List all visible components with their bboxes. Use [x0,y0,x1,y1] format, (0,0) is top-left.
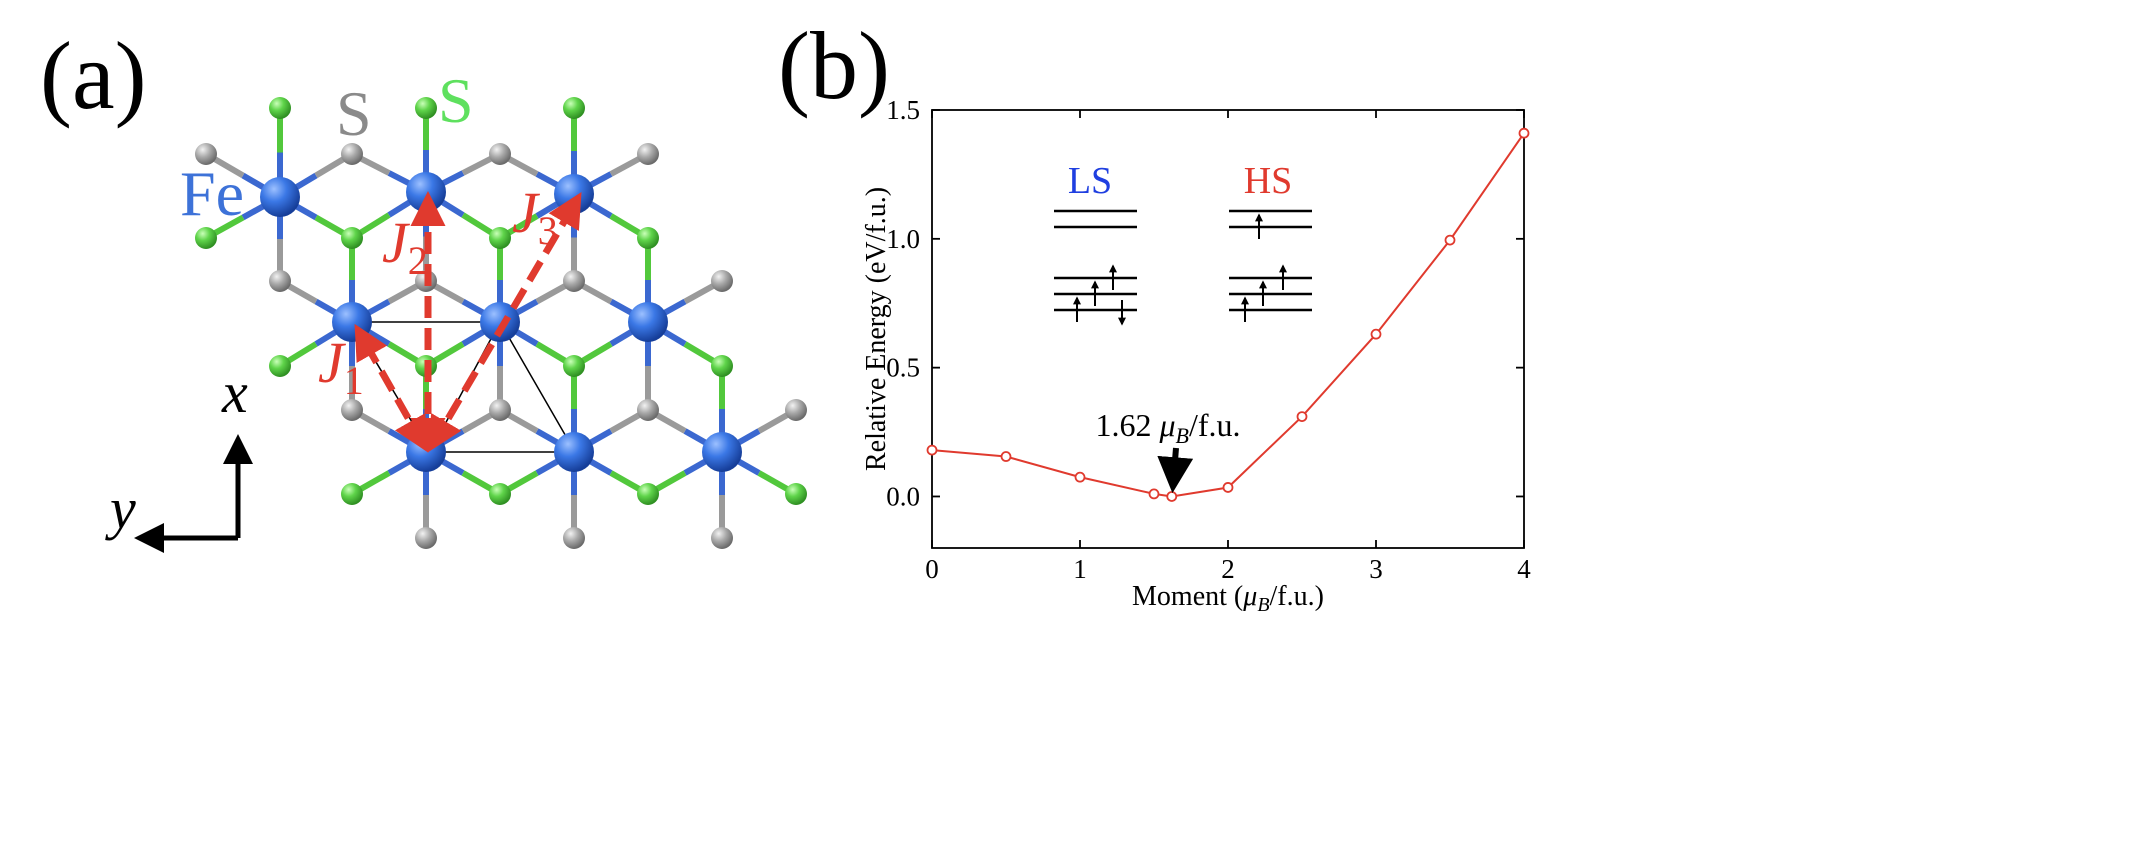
x-tick-label: 4 [1517,554,1531,584]
panel-b-label: (b) [778,12,890,119]
series-points [926,127,1530,502]
x-axis-label: x [221,360,248,425]
fe-atom [628,302,668,342]
panel-a: (a) S S Fe J1 J2 J3 x [40,22,807,553]
s-atom-green [415,97,437,119]
s-atom-gray [711,270,733,292]
data-point [1148,488,1160,500]
panel-a-label: (a) [40,22,147,129]
s-atom-green [341,227,363,249]
species-label-fe: Fe [180,158,244,229]
s-atom-green [785,483,807,505]
ls-spins [1073,264,1126,326]
coupling-arrows [354,191,582,453]
s-atom-gray [489,143,511,165]
data-point [926,444,938,456]
x-tick-label: 3 [1369,554,1383,584]
s-atom-gray [711,527,733,549]
j1-label: J1 [318,330,364,403]
s-atom-green [195,227,217,249]
data-point [1518,127,1530,139]
x-ticks: 0 1 2 3 4 [925,110,1531,584]
data-point [1444,234,1456,246]
y-axis-title: Relative Energy (eV/f.u.) [861,187,892,471]
minimum-annotation: 1.62 μB/f.u. [1095,407,1240,448]
fe-atom [554,432,594,472]
j2-label: J2 [382,210,428,283]
s-atom-green [711,355,733,377]
y-tick-label: 1.0 [886,224,920,254]
y-tick-label: 0.5 [886,353,920,383]
s-atom-green [563,97,585,119]
species-label-s-green: S [438,65,474,136]
fe-atom [260,177,300,217]
s-atom-gray [563,527,585,549]
series-line [931,132,1525,498]
x-axis-title: Moment (μB/f.u.) [1132,581,1324,616]
s-atom-green [563,355,585,377]
data-point [1000,451,1012,462]
species-label-s-gray: S [336,78,372,149]
data-point [1296,411,1308,423]
data-point [1166,491,1178,502]
s-atom-gray [637,143,659,165]
s-atom-green [489,483,511,505]
y-axis-label: y [105,476,136,541]
y-ticks: 0.0 0.5 1.0 1.5 [886,95,1524,511]
s-atom-gray [341,143,363,165]
j1-arrow [354,323,428,453]
hs-spins [1241,213,1287,322]
x-tick-label: 1 [1073,554,1087,584]
hs-label: HS [1244,160,1293,202]
s-atom-gray [563,270,585,292]
coordinate-axes: x y [105,360,253,553]
s-atom-gray [195,143,217,165]
hs-levels [1229,209,1312,312]
j3-label: J3 [512,180,558,253]
data-point [1074,471,1086,483]
s-atom-gray [637,399,659,421]
data-point [1370,328,1382,340]
s-atom-green [637,483,659,505]
s-atom-green [269,97,291,119]
ls-label: LS [1068,160,1112,202]
x-tick-label: 2 [1221,554,1235,584]
x-tick-label: 0 [925,554,939,584]
spin-state-inset: LS HS [1054,160,1312,326]
s-atom-gray [269,270,291,292]
y-tick-label: 0.0 [886,481,920,511]
y-tick-label: 1.5 [886,95,920,125]
s-atom-green [489,227,511,249]
s-atom-green [637,227,659,249]
s-atom-gray [785,399,807,421]
minimum-arrow [1157,447,1194,494]
fe-atom [702,432,742,472]
s-atom-gray [415,527,437,549]
s-atom-green [341,483,363,505]
s-atom-gray [489,399,511,421]
data-point [1222,482,1234,493]
s-atom-green [269,355,291,377]
j3-arrow [428,191,582,453]
